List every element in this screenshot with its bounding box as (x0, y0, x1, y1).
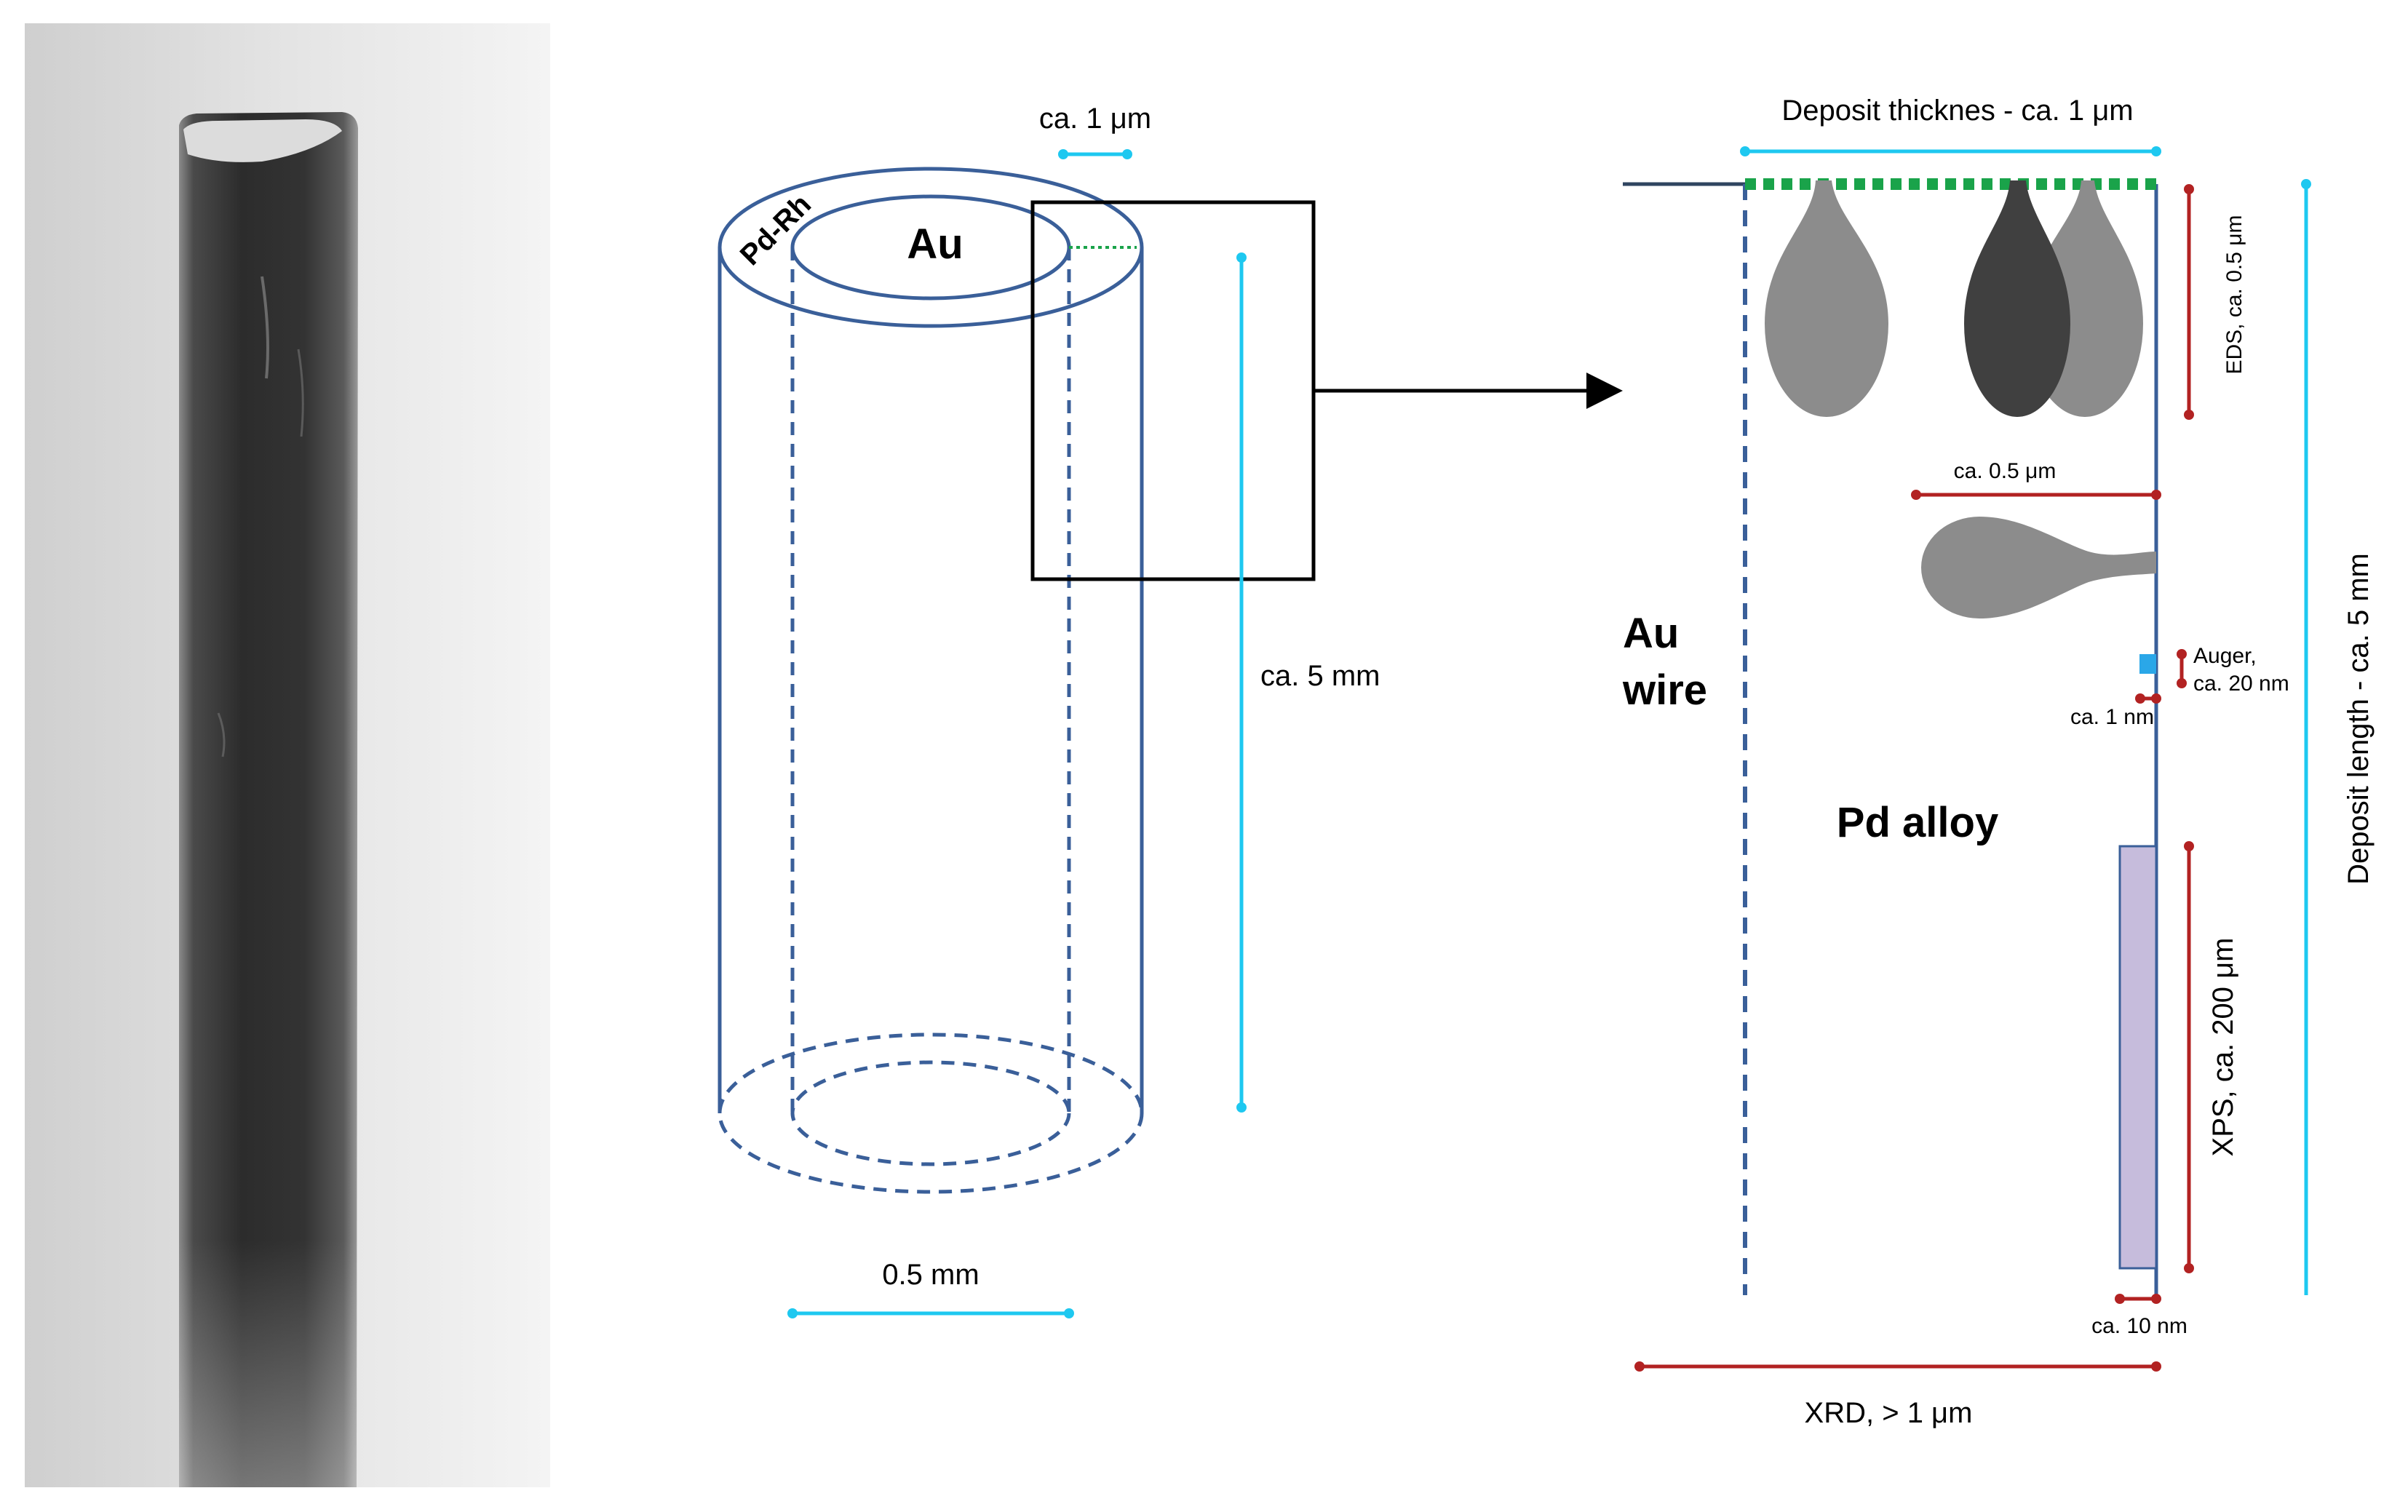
deposit-length-label: Deposit length - ca. 5 mm (2343, 553, 2375, 885)
eds-lateral-label: ca. 0.5 μm (1954, 459, 2057, 483)
pd-rh-label: Pd-Rh (734, 188, 817, 271)
auger-depth-label: ca. 1 nm (2070, 705, 2154, 729)
deposit-thickness-bar (1740, 146, 2161, 156)
eds-lateral-bar (1911, 490, 2161, 500)
detail-cyan-dimensions (1740, 146, 2311, 1295)
cylinder-schematic (718, 167, 1623, 1194)
thickness-dimension-bar (1058, 149, 1132, 159)
eds-lateral-drop (1921, 517, 2156, 618)
xps-lateral-bar (2184, 841, 2194, 1273)
eds-depth-bar (2184, 184, 2194, 420)
xrd-label: XRD, > 1 μm (1805, 1397, 1973, 1429)
length-dimension-bar (1236, 252, 1247, 1113)
cylinder-dimensions (787, 149, 1247, 1318)
xps-volume (2118, 845, 2158, 1270)
auger-volume (2139, 654, 2156, 674)
detail-red-dimensions (1634, 184, 2194, 1372)
sem-wire-photo (25, 23, 550, 1487)
auger-lateral-bar (2135, 693, 2161, 704)
pd-alloy-label: Pd alloy (1837, 799, 1998, 846)
cylinder-length-label: ca. 5 mm (1260, 660, 1380, 692)
inner-cylinder (790, 194, 1071, 1166)
auger-depth-bar (2177, 649, 2187, 688)
au-label: Au (907, 220, 963, 268)
zoom-frame (1030, 200, 1316, 581)
eds-depth-label: EDS, ca. 0.5 μm (2222, 215, 2246, 374)
xrd-depth-bar (1634, 1361, 2161, 1372)
xps-label: XPS, ca. 200 μm (2207, 938, 2239, 1157)
eds-drop-1 (1765, 180, 1888, 417)
xps-depth-bar (2115, 1294, 2161, 1304)
au-wire-label-line2: wire (1622, 667, 1707, 714)
xps-depth-label: ca. 10 nm (2091, 1314, 2188, 1338)
auger-label-line1: Auger, (2193, 644, 2257, 668)
deposit-length-bar (2301, 179, 2311, 1295)
deposit-thickness-label: Deposit thicknes - ca. 1 μm (1781, 95, 2133, 127)
cylinder-diameter-label: 0.5 mm (882, 1259, 979, 1291)
eds-drop-2 (1964, 180, 2070, 417)
diameter-dimension-bar (787, 1308, 1074, 1318)
eds-interaction-drops (1765, 180, 2156, 618)
cylinder-thickness-label: ca. 1 μm (1039, 103, 1151, 135)
outer-cylinder (718, 167, 1144, 1194)
au-wire-label-line1: Au (1623, 610, 1679, 657)
auger-label-line2: ca. 20 nm (2193, 672, 2289, 696)
